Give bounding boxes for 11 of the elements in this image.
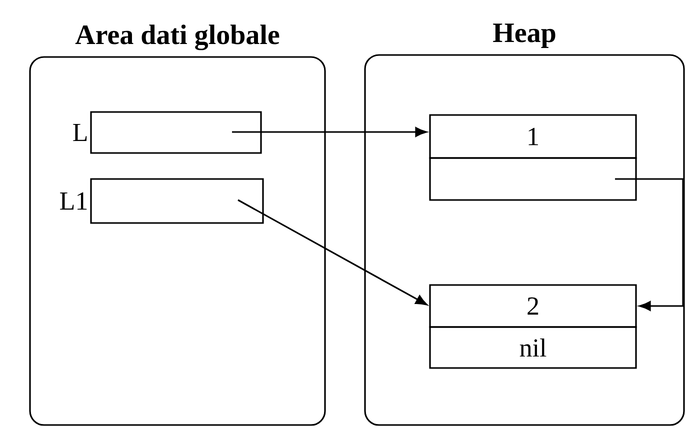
arrow: [615, 178, 684, 311]
arrow: [238, 199, 428, 306]
memory-box: [429, 157, 637, 201]
node-label: Area dati globale: [75, 24, 280, 50]
variable-label: L: [73, 124, 87, 142]
list-cell: 2: [429, 284, 637, 328]
arrow: [232, 127, 427, 137]
list-cell: 1: [429, 114, 637, 159]
list-cell: nil: [429, 326, 637, 369]
variable-label: L1: [60, 192, 87, 210]
node-label: Heap: [493, 24, 556, 48]
